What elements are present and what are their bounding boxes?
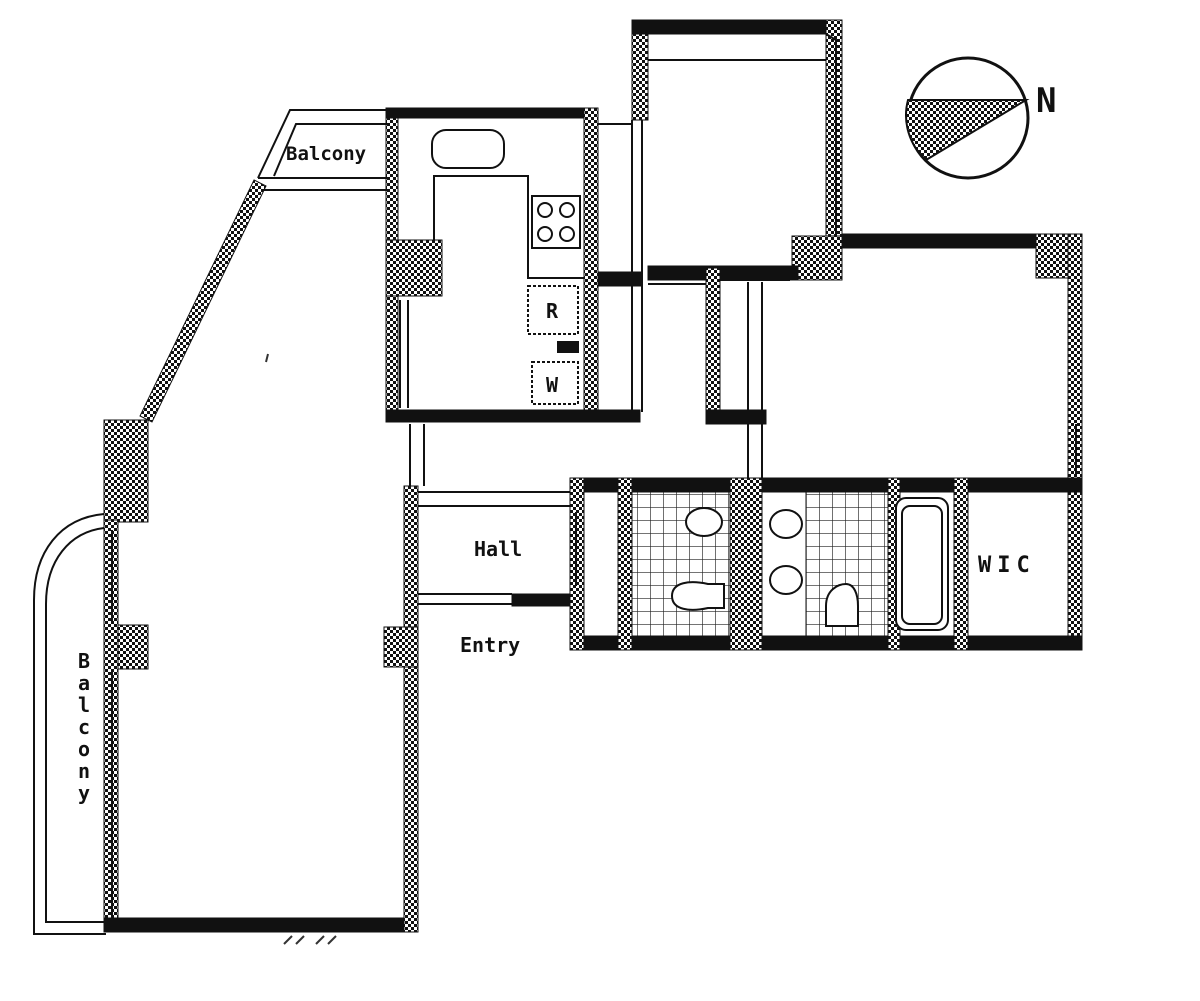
living-left-pier (103, 419, 149, 523)
compass-arrow (905, 99, 1030, 162)
compass: N (905, 56, 1056, 180)
stove (531, 195, 581, 249)
kitchen-right-wall (583, 107, 599, 423)
bath-block-bottom-wall (569, 635, 1083, 651)
living-right-wall (403, 485, 419, 933)
kitchen-bottom-wall (385, 409, 641, 423)
label-entry: Entry (460, 633, 520, 657)
living-right-pier (383, 626, 419, 668)
kitchen-pier (385, 239, 443, 297)
label-wic: WIC (978, 553, 1036, 578)
bedroom1-bottom-wall (647, 265, 799, 281)
label-balcony-top: Balcony (286, 143, 366, 165)
bedroom2-left-wall (705, 267, 721, 425)
washer-box (531, 361, 579, 405)
kitchen-counter (433, 175, 584, 279)
compass-north-label: N (1036, 81, 1056, 121)
hall-bottom-wall (511, 593, 571, 607)
sink-3 (769, 565, 803, 595)
bath-divider-4 (953, 477, 969, 651)
living-bottom-wall (103, 917, 419, 933)
sink-1 (685, 507, 723, 537)
balcony-top-inner (273, 123, 388, 177)
toilet-2 (825, 582, 859, 627)
kitchen-counter-wall (597, 271, 643, 287)
kitchen-top-wall (385, 107, 587, 119)
fridge-box (527, 285, 579, 335)
bedroom1-left-wall (631, 19, 649, 121)
balcony-side-outline (33, 513, 106, 935)
stray-marks (265, 353, 337, 945)
fixtures (431, 129, 949, 631)
bath-divider-1 (617, 477, 633, 651)
bedroom1-corner-pier (791, 235, 843, 281)
toilet-1 (670, 581, 725, 611)
bedroom1-right-wall-top (825, 19, 843, 261)
label-fridge: R (546, 299, 559, 323)
label-washer: W (546, 373, 559, 397)
living-slanted-wall (139, 179, 267, 423)
kitchen-sink (431, 129, 505, 169)
balcony-top-outline (257, 109, 392, 179)
label-hall: Hall (474, 537, 522, 561)
thin-lines (33, 25, 1077, 935)
sink-2 (769, 509, 803, 539)
bath-divider-2 (729, 477, 763, 651)
bedroom2-left-bottom (705, 409, 767, 425)
bath-tiles (631, 491, 889, 637)
